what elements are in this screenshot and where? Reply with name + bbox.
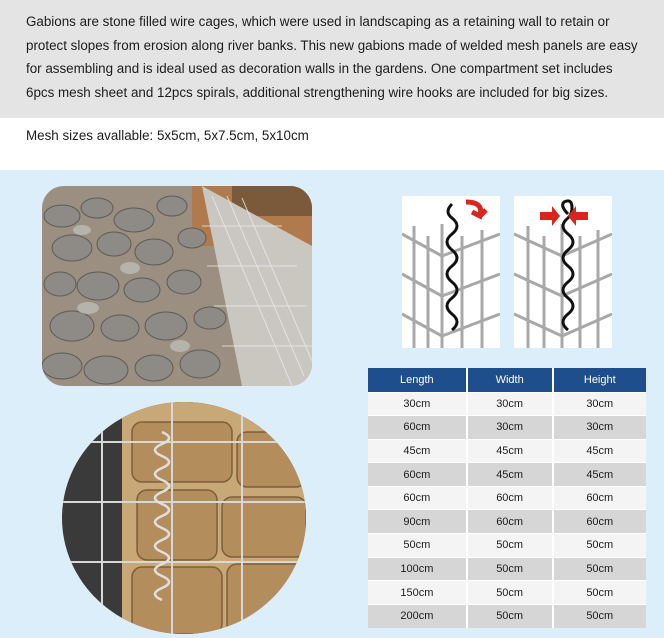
gabion-size-table: Length Width Height 30cm 30cm 30cm 60cm …	[368, 368, 646, 628]
table-cell: 50cm	[466, 556, 554, 581]
spiral-assembly-step1-image	[402, 196, 500, 348]
table-header-row: Length Width Height	[368, 368, 646, 392]
table-cell: 30cm	[466, 391, 554, 416]
table-cell: 45cm	[552, 438, 646, 463]
mesh-sizes-text: Mesh sizes avallable: 5x5cm, 5x7.5cm, 5x…	[26, 128, 309, 143]
table-cell: 60cm	[466, 509, 554, 534]
table-cell: 30cm	[466, 415, 554, 440]
column-header: Height	[552, 368, 646, 392]
table-cell: 45cm	[368, 438, 468, 463]
gabion-riverbank-photo	[42, 186, 312, 386]
table-cell: 60cm	[552, 509, 646, 534]
table-cell: 50cm	[466, 533, 554, 558]
table-row: 30cm 30cm 30cm	[368, 391, 646, 416]
gabion-closeup-photo	[62, 402, 306, 634]
table-cell: 50cm	[552, 556, 646, 581]
table-cell: 100cm	[368, 556, 468, 581]
column-header: Length	[368, 368, 468, 392]
column-header: Width	[466, 368, 554, 392]
table-cell: 50cm	[466, 603, 554, 628]
table-row: 60cm 60cm 60cm	[368, 485, 646, 510]
table-row: 45cm 45cm 45cm	[368, 438, 646, 463]
table-row: 50cm 50cm 50cm	[368, 533, 646, 558]
table-cell: 150cm	[368, 580, 468, 605]
table-cell: 30cm	[552, 391, 646, 416]
table-cell: 60cm	[368, 485, 468, 510]
table-cell: 45cm	[466, 462, 554, 487]
table-cell: 50cm	[466, 580, 554, 605]
table-cell: 30cm	[368, 391, 468, 416]
table-cell: 50cm	[368, 533, 468, 558]
table-cell: 200cm	[368, 603, 468, 628]
table-cell: 90cm	[368, 509, 468, 534]
table-cell: 60cm	[466, 485, 554, 510]
table-cell: 50cm	[552, 603, 646, 628]
table-cell: 30cm	[552, 415, 646, 440]
table-row: 200cm 50cm 50cm	[368, 603, 646, 628]
table-row: 60cm 30cm 30cm	[368, 415, 646, 440]
table-row: 90cm 60cm 60cm	[368, 509, 646, 534]
table-row: 100cm 50cm 50cm	[368, 556, 646, 581]
intro-paragraph: Gabions are stone filled wire cages, whi…	[0, 0, 664, 118]
table-cell: 50cm	[552, 533, 646, 558]
table-row: 150cm 50cm 50cm	[368, 580, 646, 605]
spiral-assembly-step2-image	[514, 196, 612, 348]
table-row: 60cm 45cm 45cm	[368, 462, 646, 487]
table-cell: 60cm	[368, 415, 468, 440]
table-cell: 45cm	[466, 438, 554, 463]
table-cell: 60cm	[552, 485, 646, 510]
table-cell: 45cm	[552, 462, 646, 487]
table-cell: 60cm	[368, 462, 468, 487]
table-cell: 50cm	[552, 580, 646, 605]
